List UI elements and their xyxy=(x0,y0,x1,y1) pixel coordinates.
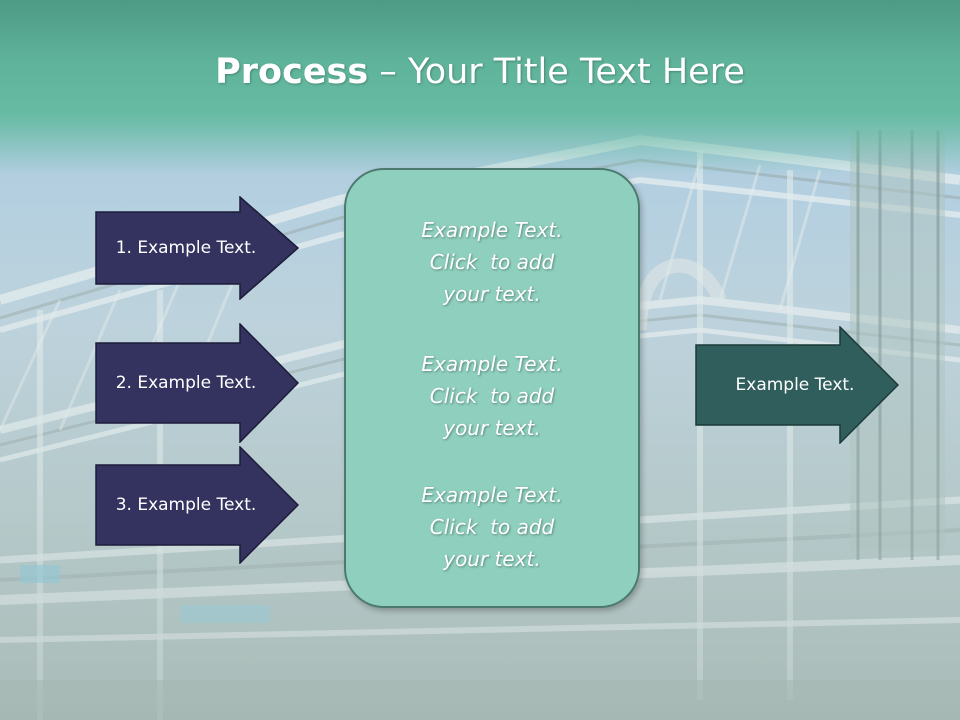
left-arrow-1[interactable]: 1. Example Text. xyxy=(95,196,299,300)
paragraph-line: Click to add xyxy=(429,250,555,274)
arrow-shape xyxy=(95,196,299,300)
slide-title: Process – Your Title Text Here xyxy=(0,52,960,92)
left-arrow-1-label: 1. Example Text. xyxy=(115,238,257,258)
arrow-shape xyxy=(695,326,899,444)
left-arrow-3-label: 3. Example Text. xyxy=(115,495,257,515)
center-paragraph-1: Example Text. Click to add your text. xyxy=(346,214,638,310)
paragraph-line: your text. xyxy=(443,547,541,571)
paragraph-line: Example Text. xyxy=(421,218,563,242)
center-paragraph-2: Example Text. Click to add your text. xyxy=(346,348,638,444)
arrow-shape xyxy=(95,446,299,564)
paragraph-line: your text. xyxy=(443,416,541,440)
paragraph-line: Example Text. xyxy=(421,483,563,507)
center-paragraph-3: Example Text. Click to add your text. xyxy=(346,479,638,575)
paragraph-line: Click to add xyxy=(429,515,555,539)
title-band xyxy=(0,0,960,175)
paragraph-line: your text. xyxy=(443,282,541,306)
arrow-shape xyxy=(95,323,299,443)
right-arrow[interactable]: Example Text. xyxy=(695,326,899,444)
paragraph-line: Example Text. xyxy=(421,352,563,376)
title-rest: – Your Title Text Here xyxy=(368,52,745,92)
left-arrow-2-label: 2. Example Text. xyxy=(115,373,257,393)
right-arrow-label: Example Text. xyxy=(735,375,855,395)
paragraph-line: Click to add xyxy=(429,384,555,408)
title-bold: Process xyxy=(215,52,369,92)
center-text-box[interactable]: Example Text. Click to add your text. Ex… xyxy=(344,168,640,608)
left-arrow-2[interactable]: 2. Example Text. xyxy=(95,323,299,443)
left-arrow-3[interactable]: 3. Example Text. xyxy=(95,446,299,564)
